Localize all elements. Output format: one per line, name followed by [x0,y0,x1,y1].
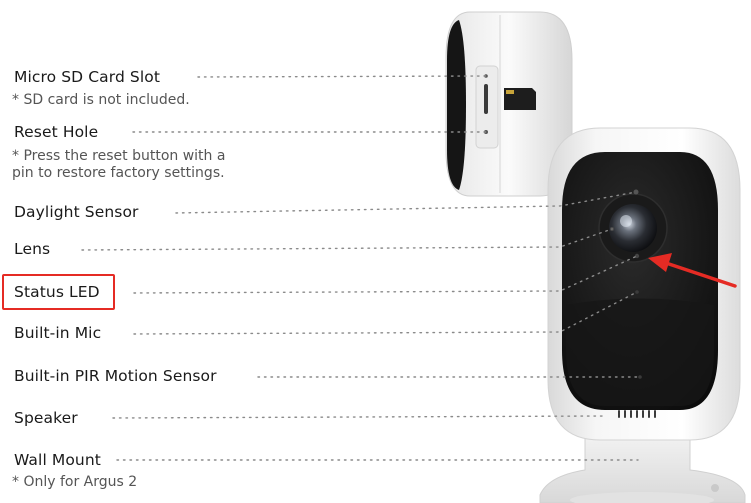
leader-status-led [133,255,638,294]
label-daylight-sensor: Daylight Sensor [14,203,139,221]
leader-lines [81,75,641,461]
status-led-highlight-box [2,274,115,310]
label-speaker: Speaker [14,409,78,427]
leader-speaker [112,415,607,419]
label-lens: Lens [14,240,51,258]
label-built-in-pir-motion-sensor: Built-in PIR Motion Sensor [14,367,217,385]
leader-sd-slot [197,75,487,78]
front-view-camera [547,127,741,441]
leader-daylight [175,191,637,214]
note-sd-card: * SD card is not included. [12,92,190,108]
label-reset-hole: Reset Hole [14,123,99,141]
leader-lens [81,228,613,251]
wall-mount [539,429,746,503]
side-view-camera [445,11,573,197]
label-built-in-mic: Built-in Mic [14,324,102,342]
label-micro-sd-card-slot: Micro SD Card Slot [14,68,161,86]
note-reset-line-1: * Press the reset button with a [12,148,226,164]
label-status-led: Status LED [14,283,100,301]
note-reset-line-2: pin to restore factory settings. [12,165,225,181]
status-led-arrow [648,253,737,288]
note-wall-mount: * Only for Argus 2 [12,474,138,490]
label-wall-mount: Wall Mount [14,451,101,469]
